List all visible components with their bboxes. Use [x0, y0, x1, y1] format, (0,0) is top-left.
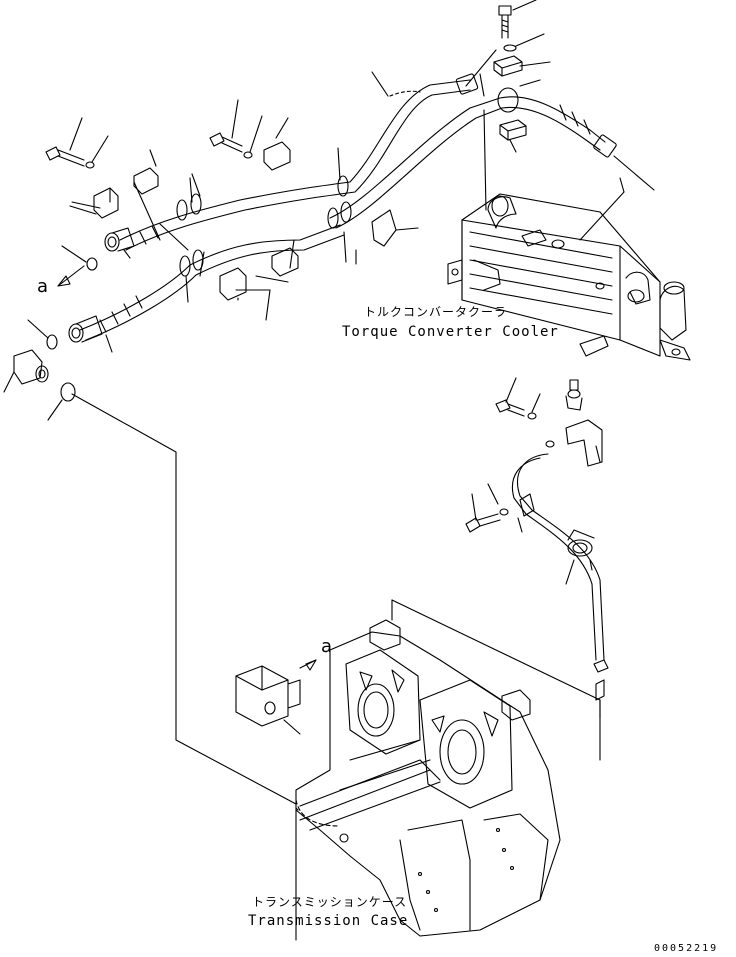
transmission-case	[295, 599, 601, 941]
drawing-code: 00052219	[654, 943, 719, 954]
cooler-label-jp: トルクコンバータクーラ	[364, 305, 508, 319]
hose-fitting-upper	[104, 227, 135, 252]
leader-line-to-case	[71, 393, 297, 805]
left-bolts-clamps	[45, 99, 419, 353]
top-bolt-stack	[493, 0, 551, 153]
connector-fitting	[3, 349, 49, 393]
transmission-label-en: Transmission Case	[248, 913, 409, 929]
right-pipe-assembly	[465, 377, 609, 719]
cooler-label-en: Torque Converter Cooler	[342, 324, 559, 340]
ref-mark-a-case: a	[321, 636, 333, 657]
valve-block	[235, 659, 317, 735]
left-small-parts	[3, 245, 98, 421]
transmission-label-jp: トランスミッションケース	[252, 895, 408, 909]
upper-hoses	[68, 73, 617, 343]
torque-converter-cooler	[447, 73, 691, 361]
misc-leader-lines	[71, 49, 497, 277]
pressure-sensor	[565, 379, 583, 411]
hose-fitting-lower	[68, 315, 103, 343]
ref-mark-a-left: a	[37, 276, 49, 297]
